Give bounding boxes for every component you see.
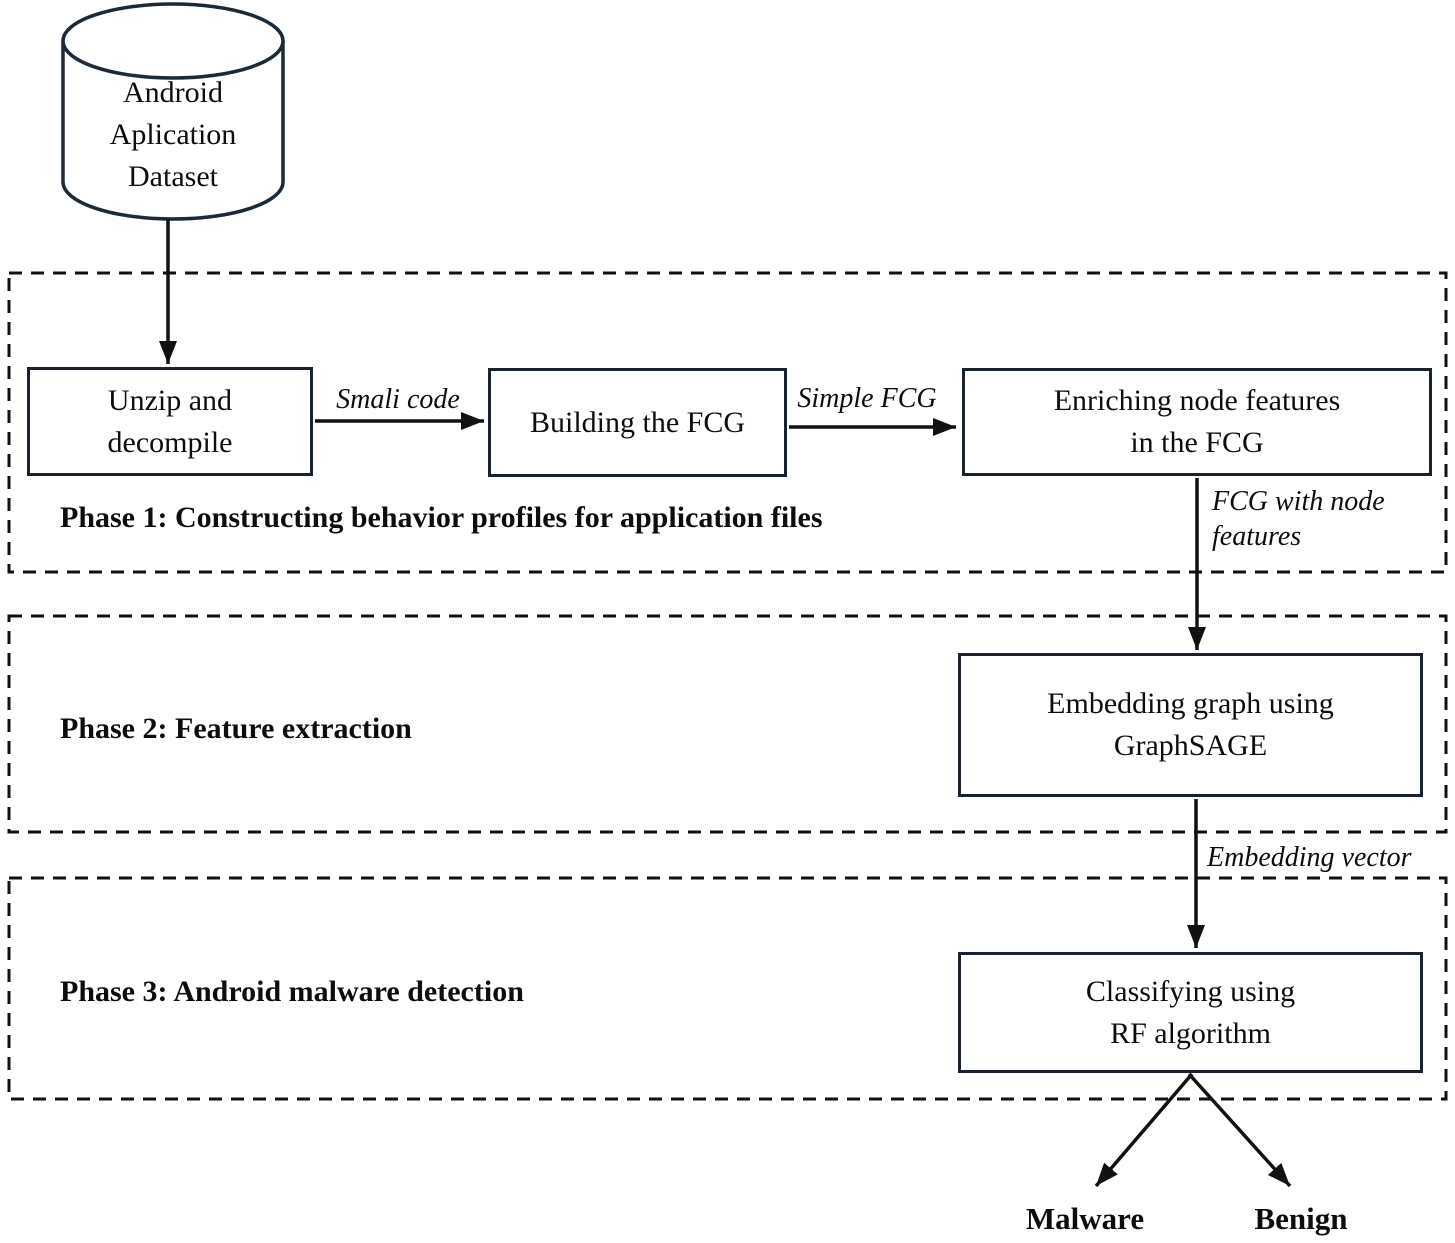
edge-label-fcg-with-node-features: FCG with node features xyxy=(1212,486,1385,552)
phase3-title: Phase 3: Android malware detection xyxy=(60,975,524,1008)
edge-label-embedding-vector: Embedding vector xyxy=(1207,842,1412,873)
dataset-node-label: Android Aplication Dataset xyxy=(109,76,237,193)
node-classifying-rf: Classifying using RF algorithm xyxy=(958,952,1423,1073)
arrow-classify-to-malware xyxy=(1094,1072,1194,1188)
node-classifying-rf-label: Classifying using RF algorithm xyxy=(1085,974,1296,1050)
phase3-boundary xyxy=(7,876,1448,1101)
edge-label-simple-fcg: Simple FCG xyxy=(797,383,937,414)
output-malware-label: Malware xyxy=(1025,1201,1145,1236)
node-enriching-features: Enriching node features in the FCG xyxy=(962,368,1432,476)
phase1-boundary xyxy=(7,271,1448,574)
phase1-title: Phase 1: Constructing behavior profiles … xyxy=(60,501,823,534)
node-enriching-features-label: Enriching node features in the FCG xyxy=(1053,384,1341,459)
edge-label-smali-code: Smali code xyxy=(336,384,460,415)
node-unzip-decompile: Unzip and decompile xyxy=(27,367,313,476)
node-building-fcg-label: Building the FCG xyxy=(529,405,746,439)
phase2-boundary xyxy=(7,614,1448,834)
phase2-title: Phase 2: Feature extraction xyxy=(60,712,412,745)
node-unzip-decompile-label: Unzip and decompile xyxy=(107,383,233,459)
node-embedding-graphsage-label: Embedding graph using GraphSAGE xyxy=(1047,687,1334,762)
arrow-classify-to-benign xyxy=(1187,1072,1292,1188)
output-benign-label: Benign xyxy=(1254,1201,1348,1236)
node-embedding-graphsage: Embedding graph using GraphSAGE xyxy=(958,653,1423,797)
node-building-fcg: Building the FCG xyxy=(488,368,787,477)
database-cylinder-icon xyxy=(61,2,285,221)
